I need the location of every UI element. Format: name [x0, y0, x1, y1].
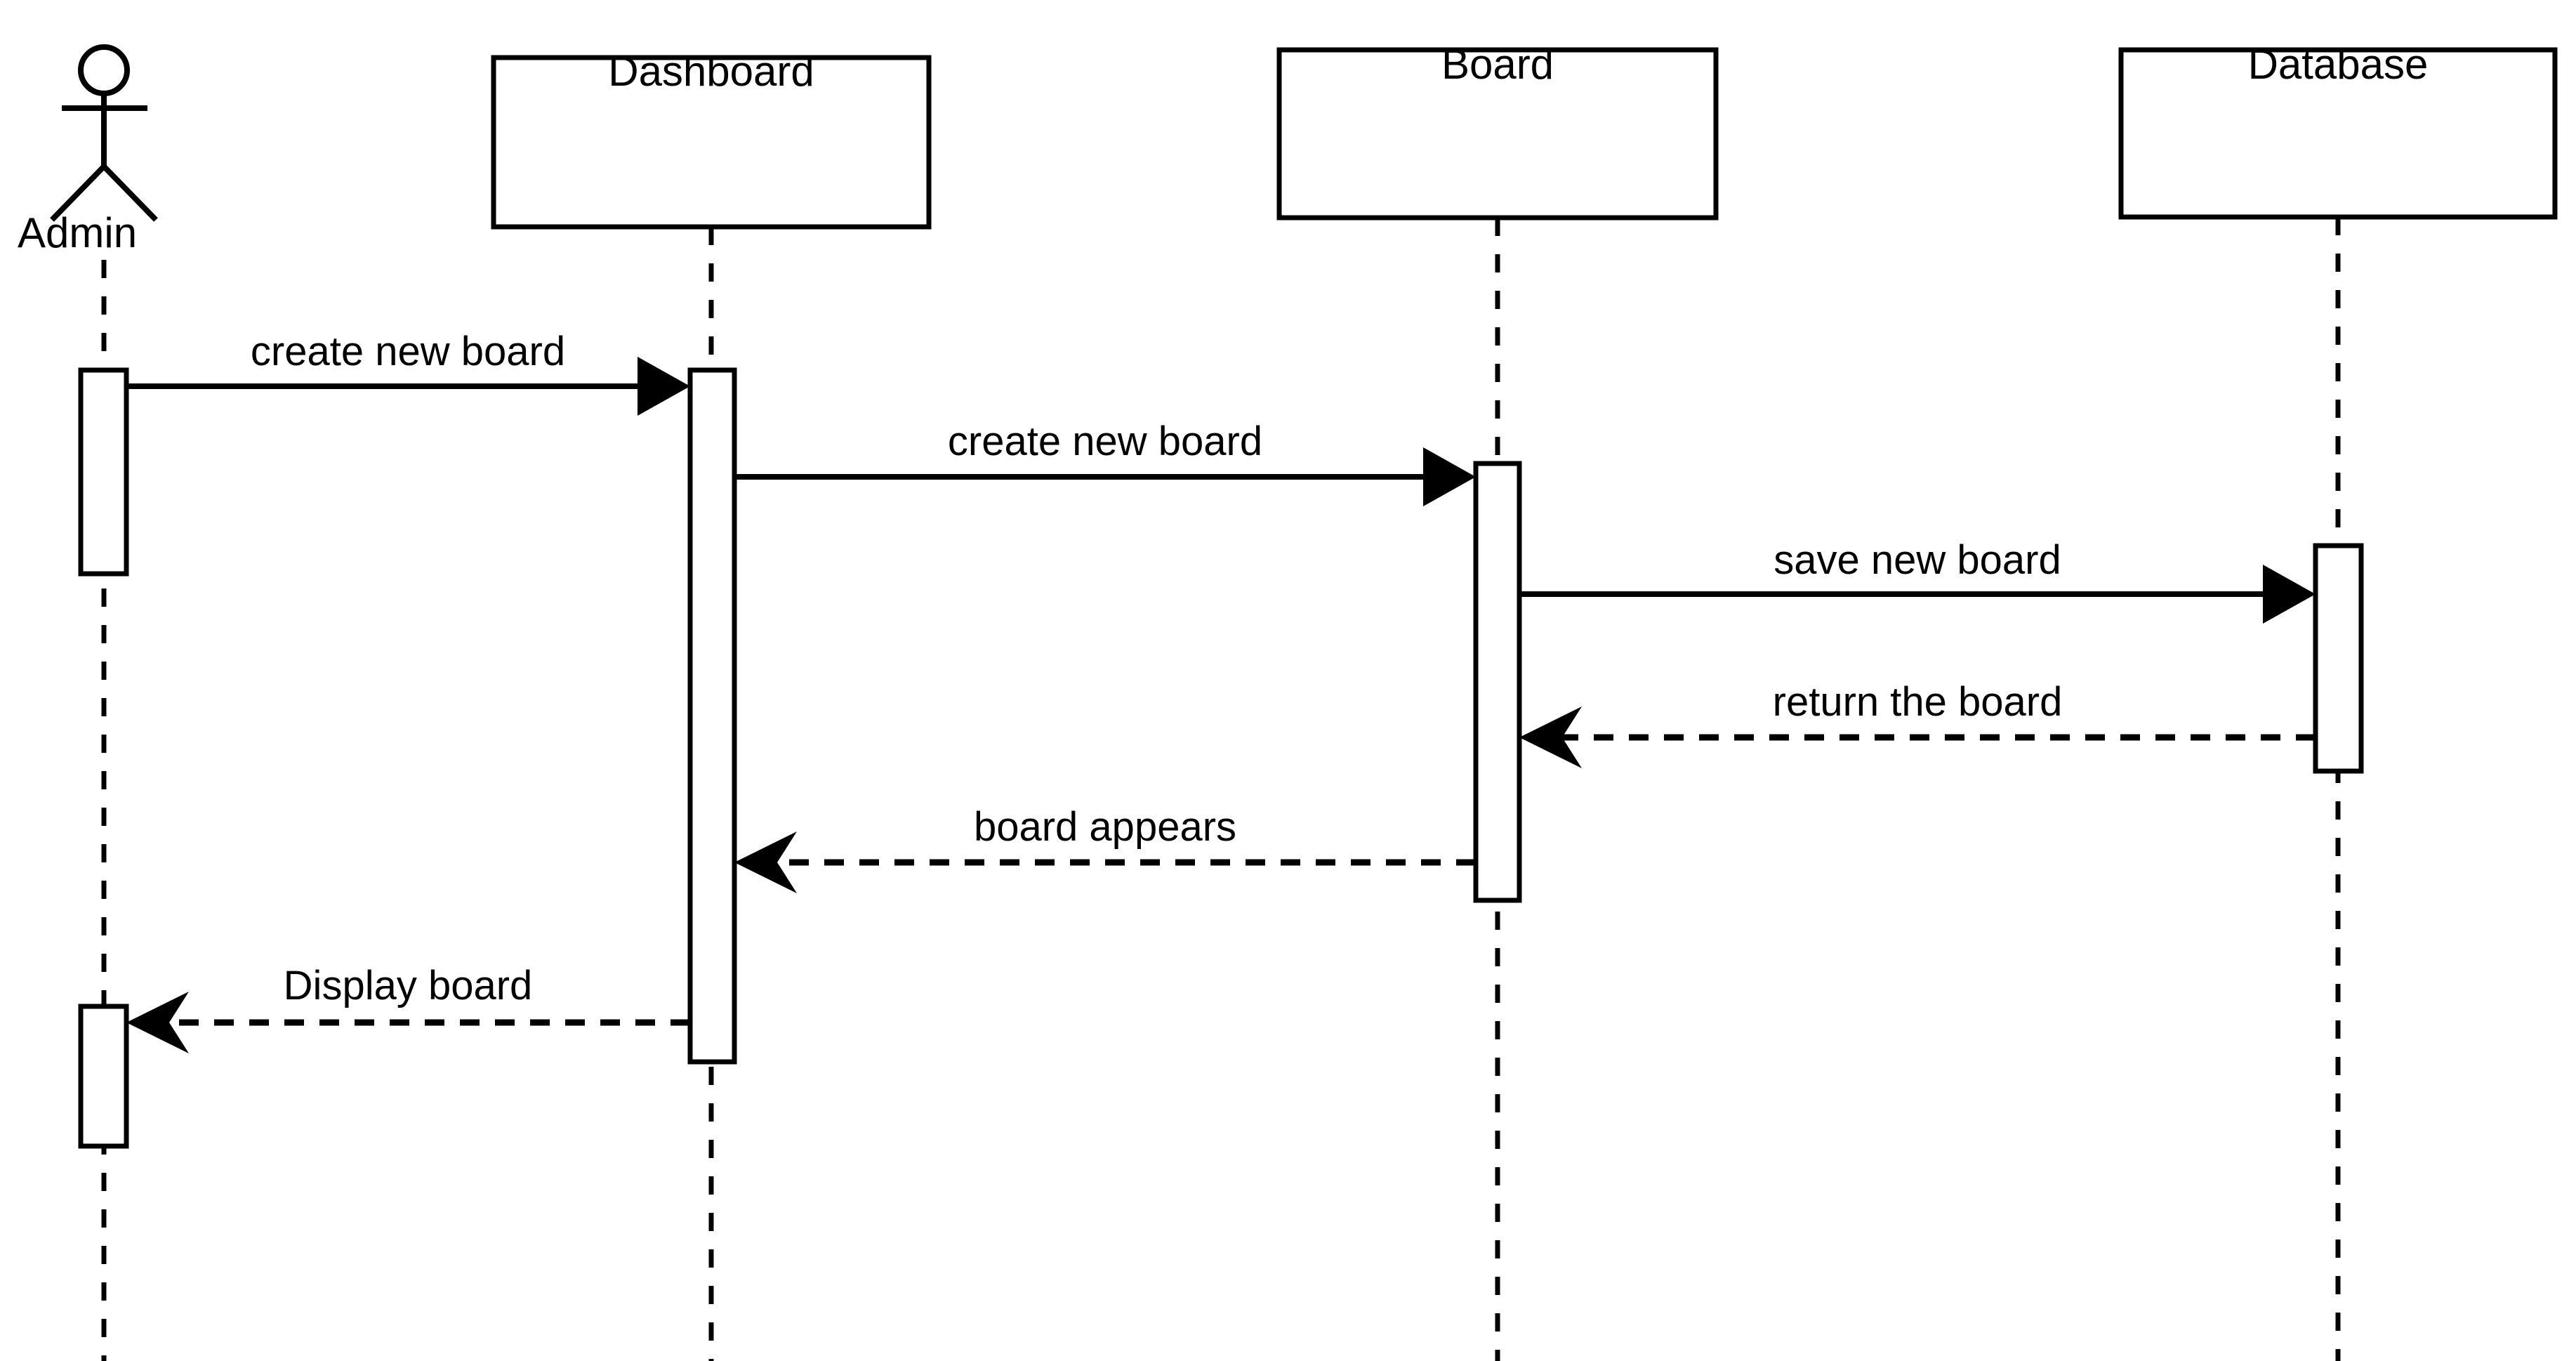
- activation-bar-board[interactable]: [1473, 461, 1522, 903]
- message-label-6: Display board: [284, 963, 533, 1008]
- message-1-create-new-board[interactable]: create new board: [126, 329, 690, 416]
- arrowhead-open-icon-6: [126, 992, 189, 1053]
- participant-label-board: Board: [1441, 41, 1554, 88]
- participant-admin[interactable]: Admin: [18, 44, 158, 256]
- participant-label-database: Database: [2248, 41, 2429, 88]
- message-label-4: return the board: [1773, 679, 2063, 725]
- arrowhead-filled-icon-2: [1423, 447, 1476, 506]
- participant-board[interactable]: Board: [1276, 41, 1719, 221]
- activation-bar-admin-2[interactable]: [78, 1004, 129, 1149]
- participant-box-database[interactable]: [2118, 47, 2558, 220]
- message-6-display-board[interactable]: Display board: [126, 963, 690, 1053]
- arrowhead-filled-icon-1: [638, 357, 690, 416]
- participant-dashboard[interactable]: Dashboard: [491, 48, 932, 230]
- message-2-create-new-board[interactable]: create new board: [734, 419, 1476, 506]
- arrowhead-open-icon-5: [734, 831, 797, 893]
- message-label-5: board appears: [974, 804, 1236, 850]
- message-label-1: create new board: [251, 329, 565, 374]
- actor-right-leg-line: [102, 164, 158, 222]
- message-label-3: save new board: [1774, 537, 2061, 583]
- arrowhead-open-icon-4: [1519, 706, 1582, 768]
- participant-label-dashboard: Dashboard: [608, 48, 814, 95]
- activation-bar-admin-1[interactable]: [78, 367, 129, 577]
- participant-database[interactable]: Database: [2118, 41, 2558, 220]
- activation-bars-group: [78, 367, 2364, 1149]
- message-label-2: create new board: [948, 419, 1262, 464]
- participant-label-admin: Admin: [18, 209, 137, 256]
- message-4-return-the-board[interactable]: return the board: [1519, 679, 2316, 768]
- participant-box-dashboard[interactable]: [491, 55, 932, 230]
- message-5-board-appears[interactable]: board appears: [734, 804, 1476, 893]
- message-3-save-new-board[interactable]: save new board: [1519, 537, 2316, 624]
- activation-bar-dashboard[interactable]: [687, 367, 737, 1065]
- arrowhead-filled-icon-3: [2263, 565, 2316, 624]
- activation-bar-database[interactable]: [2313, 543, 2364, 774]
- actor-head-icon: [78, 44, 130, 96]
- stick-figure-actor-icon: [50, 44, 158, 222]
- actor-left-leg-line: [50, 164, 106, 222]
